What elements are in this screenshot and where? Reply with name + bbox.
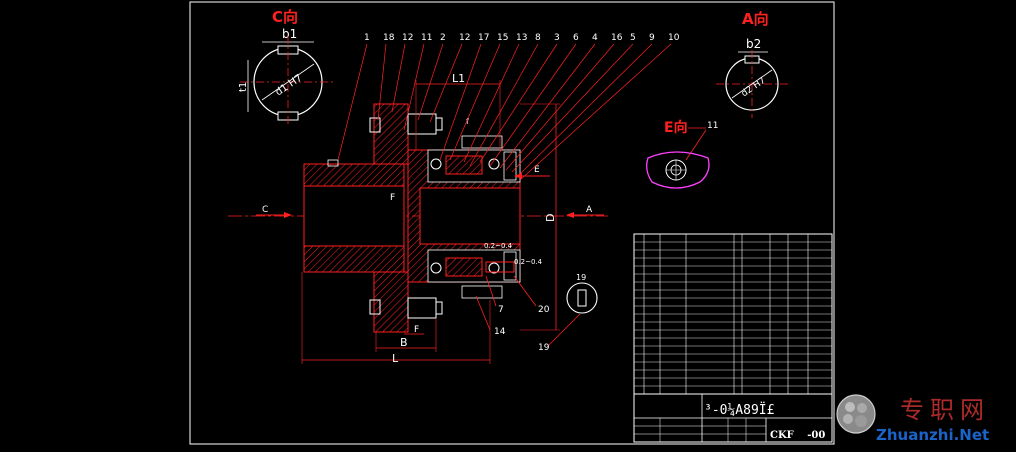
balloon-label: 6 — [573, 33, 579, 43]
balloon-side: 19 — [576, 273, 586, 282]
arrow-a-label: A — [586, 205, 593, 215]
main-section — [228, 103, 608, 333]
dim-d1-h7: d1 H7 — [274, 73, 305, 99]
dim-b1: b1 — [282, 27, 297, 41]
mid-label: F — [390, 193, 395, 203]
balloon-label: 17 — [478, 33, 489, 43]
balloon-leader — [439, 43, 482, 161]
balloon-leader — [403, 43, 425, 131]
view-a-label: A向 — [742, 10, 769, 28]
balloon-leader — [489, 43, 577, 167]
balloon-leader — [499, 43, 596, 169]
balloon-leader — [449, 43, 501, 161]
view-c: C向 b1 d1 H7 t1 — [238, 8, 336, 126]
balloon-14: 14 — [494, 327, 506, 337]
balloon-label: 13 — [516, 33, 527, 43]
dim-t1: t1 — [238, 82, 249, 92]
balloon-leader — [505, 43, 615, 171]
balloon-label: 16 — [611, 33, 623, 43]
balloon-label: 1 — [364, 33, 370, 43]
balloon-label: 12 — [402, 33, 413, 43]
balloon-label: 5 — [630, 33, 636, 43]
dim-b2: b2 — [746, 37, 761, 51]
balloon-leader — [417, 43, 444, 121]
title-block-text: ³-0¼A89Ï£ — [704, 402, 775, 418]
balloon-label: 12 — [459, 33, 470, 43]
balloon-label: 10 — [668, 33, 680, 43]
outer-frame — [189, 1, 835, 445]
balloon-leader — [463, 43, 520, 163]
parts-list-rows — [634, 241, 832, 387]
dim-d2-h7: d2 H7 — [740, 76, 768, 99]
watermark: 专职网 Zhuanzhi.Net — [836, 388, 1012, 448]
view-e-label: E向 — [664, 119, 688, 136]
watermark-cn: 专职网 — [900, 396, 990, 424]
balloon-leader — [337, 43, 368, 161]
gap-label: 0.2~0.4 — [484, 242, 513, 250]
gap-label-2: 0.2~0.4 — [514, 258, 543, 266]
balloon-leader — [469, 43, 539, 167]
view-c-label: C向 — [272, 8, 298, 26]
balloon-label: 3 — [554, 33, 560, 43]
part-balloons: 1 18 12 11 2 12 17 15 13 8 3 6 4 16 5 9 10 — [337, 33, 680, 181]
arrow-c-label: C — [262, 205, 268, 215]
balloon-label: 4 — [592, 33, 598, 43]
balloon-leader — [391, 43, 406, 113]
dim-l1: L1 — [452, 72, 465, 85]
dim-d-big: D — [544, 214, 557, 222]
balloon-20: 20 — [538, 305, 550, 315]
balloon-label: 18 — [383, 33, 395, 43]
balloon-leader — [519, 43, 672, 181]
balloon-11: 11 — [707, 121, 718, 131]
balloon-leader — [429, 43, 463, 123]
dim-f-small: f — [466, 117, 469, 126]
dim-b: B — [400, 336, 408, 349]
balloon-leader — [377, 43, 387, 121]
dimensions: L1 L B F f D 0.2~0.4 0.2~0.4 — [301, 72, 560, 365]
balloon-label: 15 — [497, 33, 508, 43]
balloon-leader — [517, 43, 653, 177]
balloon-label: 8 — [535, 33, 541, 43]
balloon-leader — [511, 43, 634, 173]
dim-f: F — [414, 325, 419, 335]
watermark-ball-icon — [836, 394, 876, 434]
view-a: A向 b2 d2 H7 — [716, 10, 788, 118]
arrow-e-label: E — [534, 165, 540, 175]
drawing-number: CKF -00 — [770, 430, 825, 441]
balloon-leader — [479, 43, 558, 163]
dim-l: L — [392, 352, 399, 365]
view-e: E向 11 — [646, 119, 718, 189]
parts-list: ³-0¼A89Ï£ CKF -00 — [633, 233, 833, 443]
balloon-19: 19 — [538, 343, 550, 353]
watermark-en: Zhuanzhi.Net — [876, 426, 990, 444]
balloon-label: 2 — [440, 33, 446, 43]
balloon-label: 9 — [649, 33, 655, 43]
balloon-7: 7 — [498, 305, 504, 315]
balloon-label: 11 — [421, 33, 432, 43]
side-balloons: 14 20 7 19 19 — [475, 273, 598, 353]
